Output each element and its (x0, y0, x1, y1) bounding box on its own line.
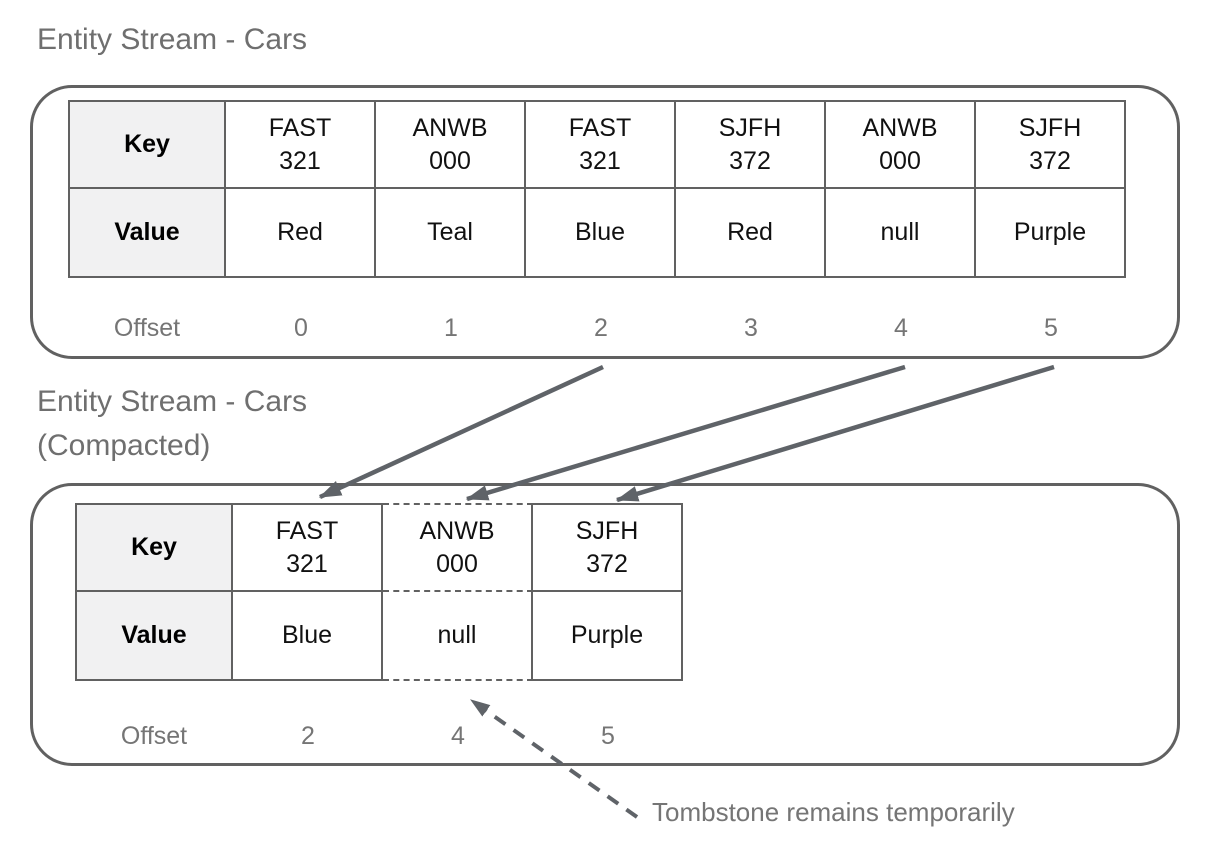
key-value-table-cars: Key FAST 321 ANWB 000 FAST 321 SJFH 372 … (68, 100, 1126, 278)
value-cell: null (826, 189, 976, 278)
value-cell: Blue (526, 189, 676, 278)
compaction-arrow-offset-2 (318, 364, 604, 500)
offset-value: 5 (1044, 314, 1058, 342)
value-cell: Purple (976, 189, 1126, 278)
key-cell: FAST 321 (233, 503, 383, 592)
row-header-key: Key (75, 503, 233, 592)
offset-value: 5 (601, 722, 615, 750)
row-header-key: Key (68, 100, 226, 189)
compaction-arrow-offset-4 (465, 364, 906, 502)
offset-value: 4 (451, 722, 465, 750)
offset-label: Offset (113, 314, 181, 342)
offset-value: 0 (294, 314, 308, 342)
key-value-table-compacted: Key FAST 321 ANWB 000 SJFH 372 Value Blu… (75, 503, 683, 681)
key-cell: ANWB 000 (826, 100, 976, 189)
offset-value: 2 (594, 314, 608, 342)
tombstone-value-cell: null (383, 592, 533, 681)
offset-row-cars: Offset 0 1 2 3 4 5 (68, 314, 1126, 343)
offset-value: 4 (894, 314, 908, 342)
offset-value: 1 (444, 314, 458, 342)
offset-value: 3 (744, 314, 758, 342)
key-cell: SJFH 372 (676, 100, 826, 189)
value-cell: Purple (533, 592, 683, 681)
offset-row-compacted: Offset 2 4 5 (75, 722, 683, 751)
tombstone-annotation: Tombstone remains temporarily (652, 797, 1015, 827)
offset-value: 2 (301, 722, 315, 750)
row-header-value: Value (75, 592, 233, 681)
value-cell: Red (676, 189, 826, 278)
key-cell: ANWB 000 (376, 100, 526, 189)
key-cell: FAST 321 (226, 100, 376, 189)
row-header-value: Value (68, 189, 226, 278)
key-cell: SJFH 372 (533, 503, 683, 592)
stream-title-cars-compacted: Entity Stream - Cars (Compacted) (37, 385, 308, 462)
key-cell: FAST 321 (526, 100, 676, 189)
offset-label: Offset (120, 722, 188, 750)
compaction-arrow-offset-5 (615, 364, 1055, 503)
stream-title-cars: Entity Stream - Cars (37, 23, 308, 56)
value-cell: Red (226, 189, 376, 278)
key-cell: SJFH 372 (976, 100, 1126, 189)
value-cell: Teal (376, 189, 526, 278)
tombstone-key-cell: ANWB 000 (383, 503, 533, 592)
value-cell: Blue (233, 592, 383, 681)
